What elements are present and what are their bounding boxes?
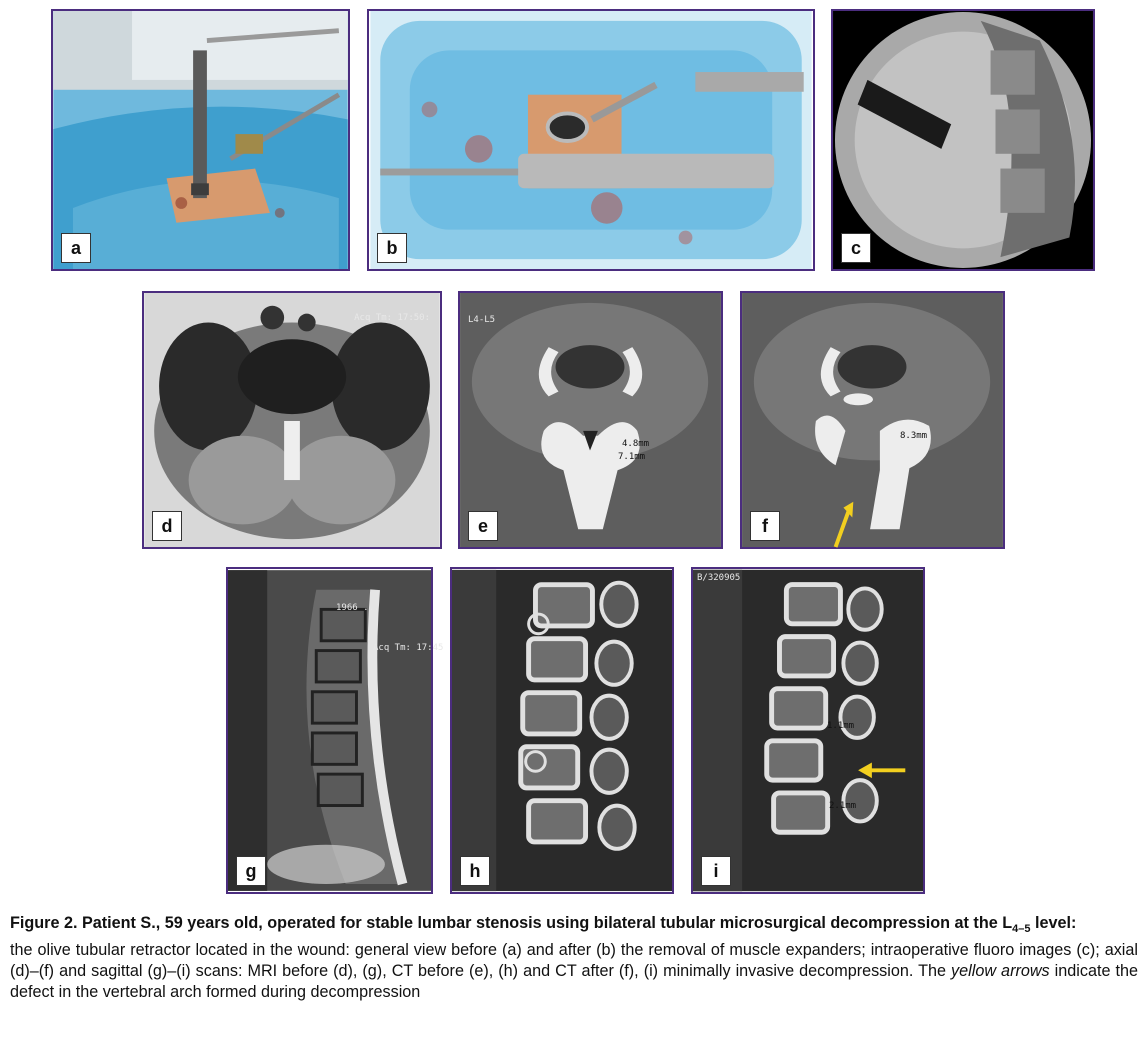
panel-g-mri-sagittal: 1966 ... Acq Tm: 17:45 g [226,567,443,894]
figure-caption: Figure 2. Patient S., 59 years old, oper… [10,913,1138,1003]
ct-sagittal-before-image [452,569,672,892]
mri-sag-overlay-1: 1966 ... [336,603,380,613]
panel-label-h: h [460,856,490,886]
ct-after-sag-measure-2: 2.1mm [829,801,857,811]
mri-sag-overlay-2: Acq Tm: 17:45 [373,643,444,653]
panel-h-ct-sagittal: h [450,567,674,894]
ct-measure-1: 4.8mm [622,439,650,449]
panel-label-i: i [701,856,731,886]
mri-overlay-text: Acq Tm: 17:50: [354,313,430,323]
panel-i-ct-sagittal: B/320905 1.1mm 2.1mm i [691,567,925,894]
mri-sagittal-image [228,570,431,891]
panel-b-photo: b [367,9,815,271]
panel-label-b: b [377,233,407,263]
mri-axial-image [144,293,440,547]
ct-after-id-text: B/320905 [697,573,741,583]
caption-title-subscript: 4–5 [1012,923,1031,936]
panel-label-e: e [468,511,498,541]
panel-label-d: d [152,511,182,541]
ct-axial-before-image [460,293,721,547]
caption-italic-text: yellow arrows [951,962,1050,981]
ct-after-measure: 8.3mm [900,431,928,441]
panel-c-fluoro: c [831,9,1095,271]
ct-sagittal-after-image [693,569,923,892]
surgical-field-photo-a [53,11,348,269]
ct-axial-after-image [742,293,1003,548]
panel-label-a: a [61,233,91,263]
panel-label-c: c [841,233,871,263]
ct-measure-2: 7.1mm [618,452,646,462]
caption-body: the olive tubular retractor located in t… [10,941,1139,1002]
panel-label-f: f [750,511,780,541]
panel-label-g: g [236,856,266,886]
caption-title: Figure 2. Patient S., 59 years old, oper… [10,914,1077,936]
panel-e-ct-axial: L4-L5 4.8mm 7.1mm e [458,291,723,549]
ct-after-sag-measure-1: 1.1mm [827,721,855,731]
panel-f-ct-axial: 8.3mm f [740,291,1005,549]
surgical-field-photo-b [370,11,812,269]
yellow-arrow-icon [833,501,854,548]
panel-a-photo: a [51,9,350,271]
ct-level-text: L4-L5 [468,315,496,325]
panel-d-mri-axial: Acq Tm: 17:50: d [142,291,442,549]
yellow-arrow-icon [858,762,906,779]
fluoroscopy-image [833,11,1093,269]
